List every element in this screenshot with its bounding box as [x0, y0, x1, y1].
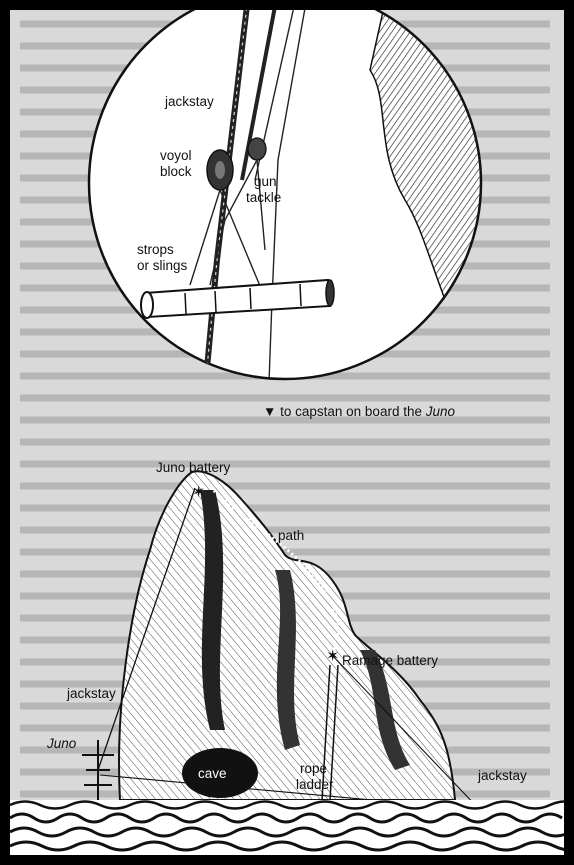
label-strops-line2: or slings	[137, 258, 188, 273]
label-jackstay-left: jackstay	[66, 686, 116, 701]
voyol-block-icon	[207, 150, 233, 190]
label-rope-line2: ladder	[296, 777, 334, 792]
gun-tackle-block-icon	[248, 138, 266, 160]
label-path: path	[278, 528, 304, 543]
label-gun-line1: gun	[254, 174, 277, 189]
illustration-page: jackstay voyol block gun tackle strops o…	[10, 10, 564, 855]
label-gun-line2: tackle	[246, 190, 281, 205]
label-voyol-line1: voyol	[160, 148, 192, 163]
island-rock	[119, 471, 455, 800]
label-jackstay-inset: jackstay	[164, 94, 214, 109]
label-juno-ship: Juno	[46, 736, 77, 751]
label-jackstay-right: jackstay	[477, 768, 527, 783]
label-cave: cave	[198, 766, 227, 781]
label-strops-line1: strops	[137, 242, 174, 257]
inset-circle: jackstay voyol block gun tackle strops o…	[89, 10, 490, 410]
diagram-artwork: jackstay voyol block gun tackle strops o…	[10, 10, 564, 855]
sea-waves	[10, 800, 564, 855]
label-juno-battery: Juno battery	[156, 460, 231, 475]
label-capstan: ▼ to capstan on board the Juno	[263, 404, 455, 419]
label-voyol-line2: block	[160, 164, 192, 179]
label-rope-line1: rope	[300, 761, 327, 776]
label-ramage-battery: Ramage battery	[342, 653, 438, 668]
